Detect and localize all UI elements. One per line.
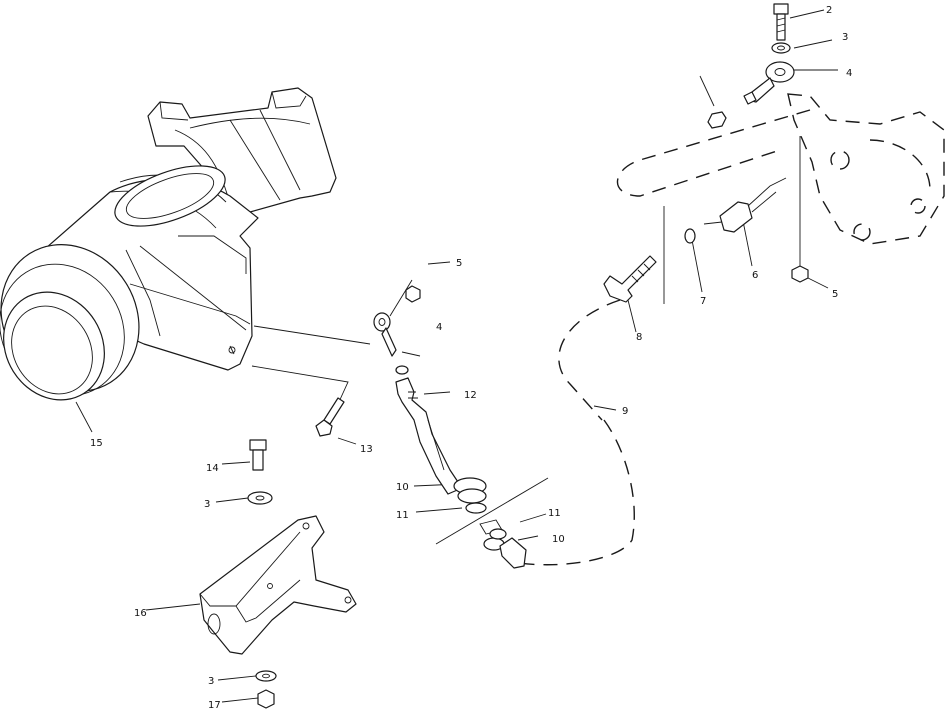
callout-7: 7 (700, 296, 706, 307)
callout-6: 6 (752, 270, 758, 281)
callout-2: 2 (826, 5, 832, 16)
callout-numbers: 2 3 4 6 7 5 8 5 4 12 9 13 15 14 3 10 11 … (90, 5, 852, 709)
callout-15: 15 (90, 438, 103, 449)
callout-8: 8 (636, 332, 642, 343)
callout-5-right: 5 (832, 289, 838, 300)
callout-14: 14 (206, 463, 219, 474)
callout-12: 12 (464, 390, 477, 401)
callout-10-center: 10 (396, 482, 409, 493)
upper-hardware (603, 3, 809, 303)
callout-3-left: 3 (204, 499, 210, 510)
callout-10-right: 10 (552, 534, 565, 545)
callout-13: 13 (360, 444, 373, 455)
callout-3-upper: 3 (842, 32, 848, 43)
center-hardware (373, 285, 487, 514)
callout-17: 17 (208, 700, 221, 709)
callout-9: 9 (622, 406, 628, 417)
callout-3-bottom: 3 (208, 676, 214, 687)
callout-11-right: 11 (548, 508, 561, 519)
callout-4-upper: 4 (846, 68, 852, 79)
callout-4-center: 4 (436, 322, 442, 333)
callout-11-center: 11 (396, 510, 409, 521)
steering-tube-assembly (0, 87, 337, 401)
callout-5-center: 5 (456, 258, 462, 269)
lower-cable-end (479, 519, 527, 569)
callout-16: 16 (134, 608, 147, 619)
steering-arm-phantom (511, 93, 945, 566)
lower-left-hardware (199, 397, 357, 709)
